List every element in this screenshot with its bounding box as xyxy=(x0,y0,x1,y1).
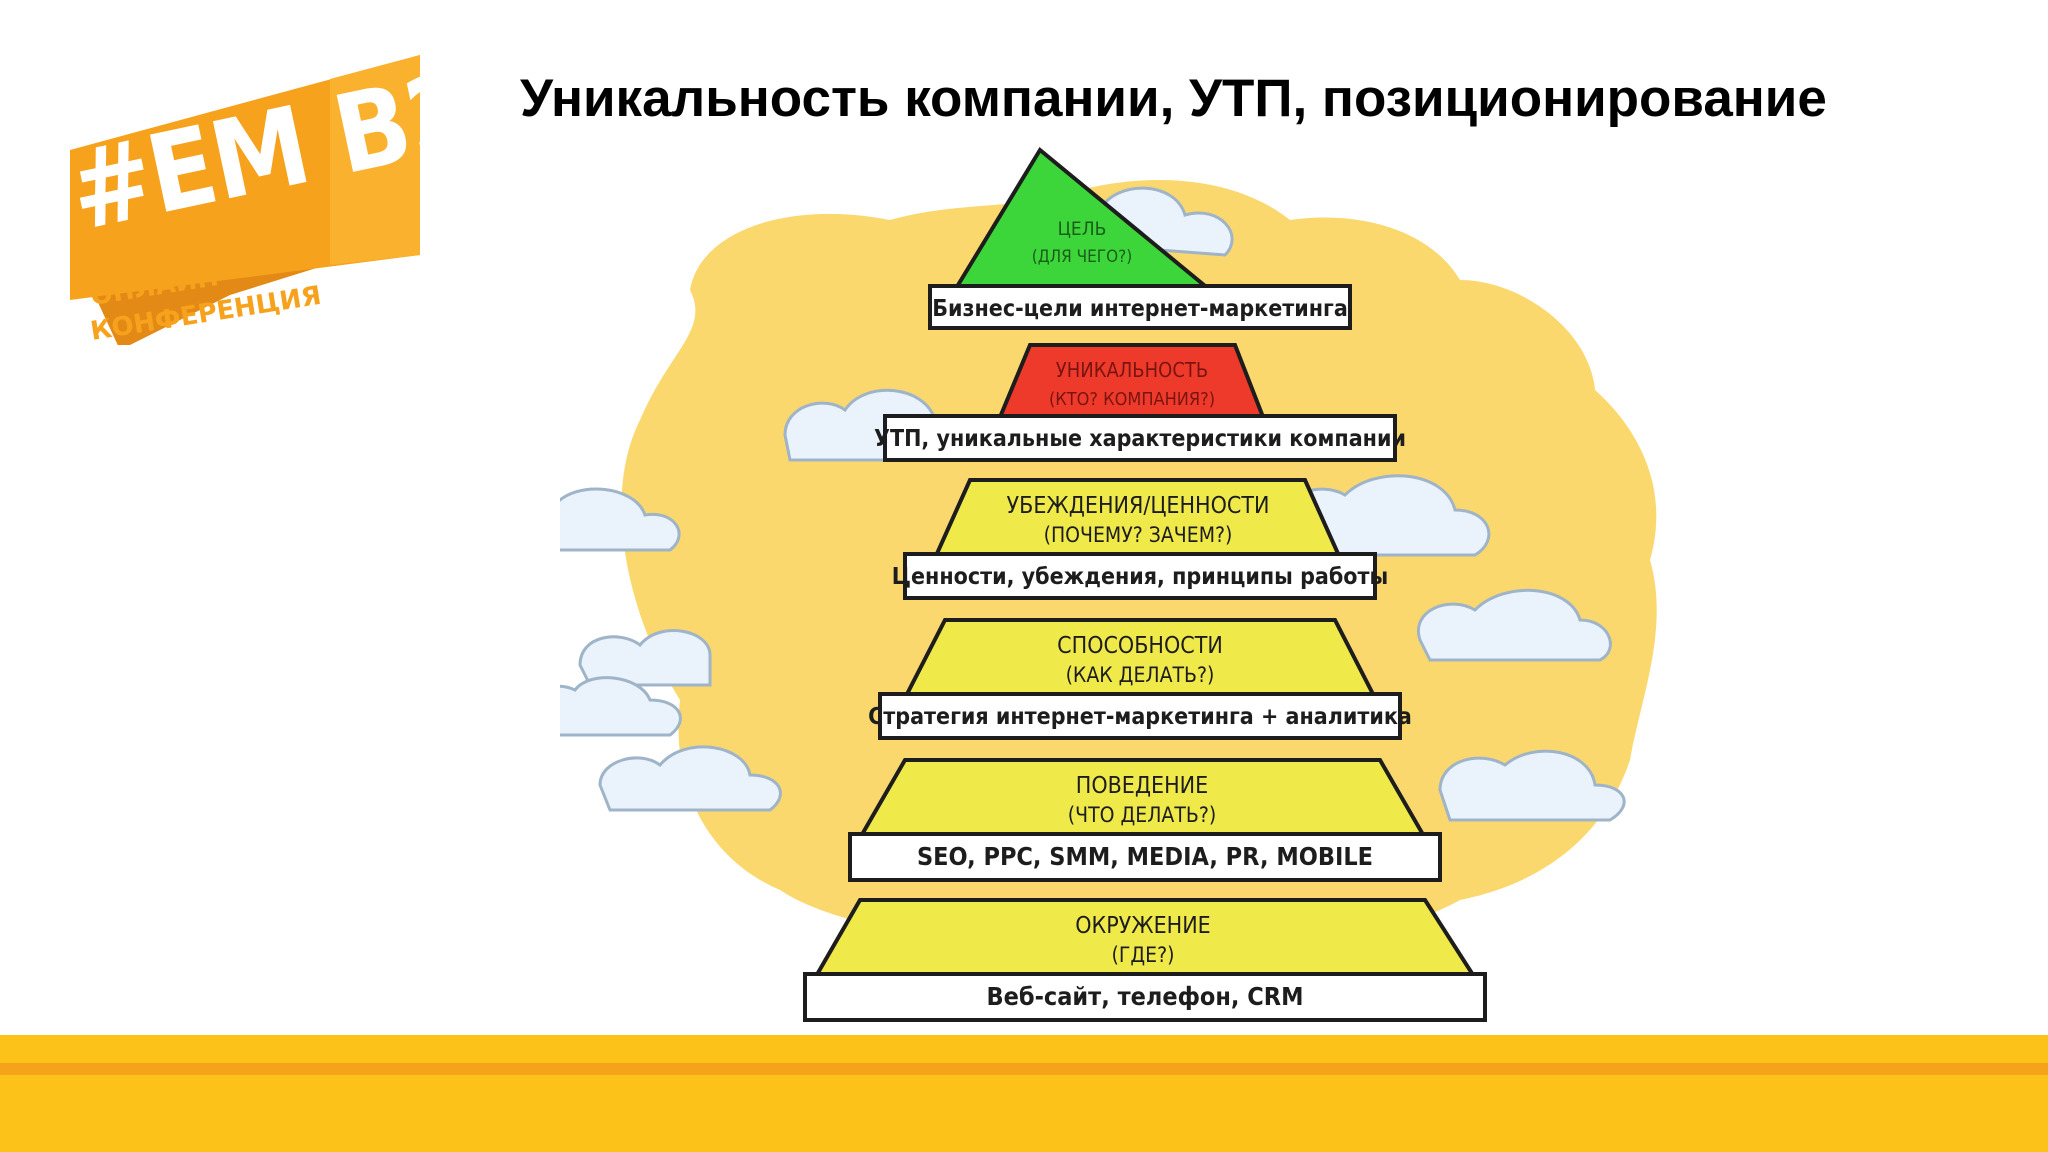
level-capabilities-title: СПОСОБНОСТИ xyxy=(1057,633,1223,659)
cloud xyxy=(598,745,782,812)
level-capabilities-plate xyxy=(878,692,1402,740)
bottom-stripe-orange xyxy=(0,1063,2048,1075)
level-behavior-plate xyxy=(848,832,1442,882)
level-beliefs-question: (ПОЧЕМУ? ЗАЧЕМ?) xyxy=(1044,523,1233,547)
level-environment-description: Веб-сайт, телефон, CRM xyxy=(986,982,1303,1011)
level-behavior-description: SEO, PPC, SMM, MEDIA, PR, MOBILE xyxy=(917,842,1373,871)
level-goal-question: (ДЛЯ ЧЕГО?) xyxy=(1032,247,1133,267)
logo-banner-shade xyxy=(330,55,420,265)
level-environment-question: (ГДЕ?) xyxy=(1112,943,1175,967)
level-environment-title: ОКРУЖЕНИЕ xyxy=(1075,913,1211,939)
level-goal-plate xyxy=(928,284,1352,330)
slide-title: Уникальность компании, УТП, позициониров… xyxy=(520,69,1827,128)
level-goal-title: ЦЕЛЬ xyxy=(1058,218,1107,240)
cloud xyxy=(578,629,712,687)
bottom-stripe-yellow-bottom xyxy=(0,1075,2048,1152)
level-behavior-title: ПОВЕДЕНИЕ xyxy=(1076,773,1208,799)
cloud xyxy=(1438,749,1626,822)
level-beliefs-description: Ценности, убеждения, принципы работы xyxy=(892,564,1388,590)
em-b2b-logo: #EM B2B ОНЛАЙН- КОНФЕРЕНЦИЯ xyxy=(60,55,440,345)
cloud xyxy=(1416,588,1612,662)
level-environment-plate xyxy=(803,972,1487,1022)
cloud xyxy=(560,676,682,737)
level-beliefs-plate xyxy=(903,552,1377,600)
bottom-stripe-band xyxy=(0,1035,2048,1152)
level-behavior-question: (ЧТО ДЕЛАТЬ?) xyxy=(1068,803,1216,827)
level-uniqueness-question: (КТО? КОМПАНИЯ?) xyxy=(1049,389,1215,410)
level-beliefs-title: УБЕЖДЕНИЯ/ЦЕННОСТИ xyxy=(1007,493,1270,519)
level-uniqueness-plate xyxy=(883,414,1397,462)
level-uniqueness-title: УНИКАЛЬНОСТЬ xyxy=(1056,358,1209,382)
level-uniqueness-shape xyxy=(995,343,1268,424)
level-capabilities-description: Стратегия интернет-маркетинга + аналитик… xyxy=(868,704,1412,730)
level-uniqueness-description: УТП, уникальные характеристики компании xyxy=(874,426,1406,452)
level-goal-description: Бизнес-цели интернет-маркетинга xyxy=(932,296,1348,322)
bottom-stripe-yellow-top xyxy=(0,1035,2048,1063)
pyramid-diagram: ЦЕЛЬ (ДЛЯ ЧЕГО?) Бизнес-цели интернет-ма… xyxy=(560,146,1657,1022)
cloud xyxy=(560,487,681,552)
level-capabilities-question: (КАК ДЕЛАТЬ?) xyxy=(1066,663,1215,687)
